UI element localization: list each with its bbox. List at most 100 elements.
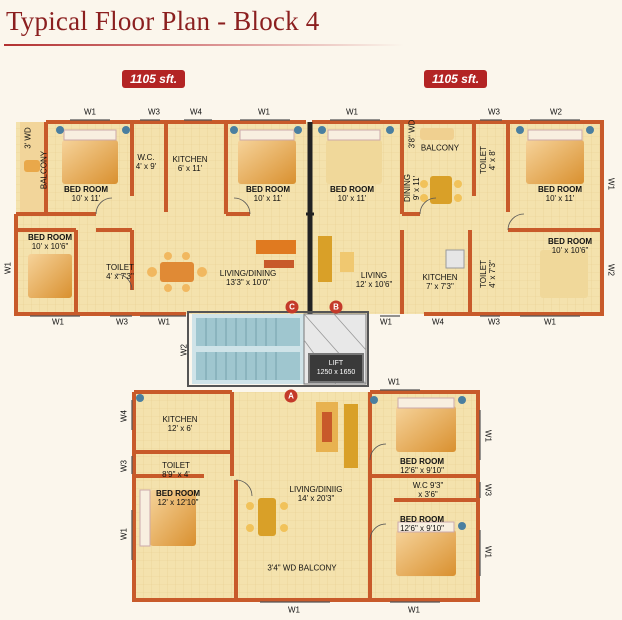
room-name: LIVING/DINING [219,269,277,278]
bed-furniture-top [28,126,594,298]
room-size: 10' x 10'6" [551,246,589,255]
marker-b: B [329,300,343,314]
window-label: W2 [606,264,616,276]
room-size: 7' x 7'3" [426,282,454,291]
unit-a-wc: W.C.4' x 9' [136,153,156,171]
room-size: 14' x 20'3" [297,494,335,503]
window-label: W1 [544,317,556,327]
window-label: W1 [346,107,358,117]
room-name: LIVING/DINIIG [289,485,343,494]
room-size: 4' x 7'3" [488,260,497,288]
window-label: W1 [119,528,129,540]
room-size: 12' x 6' [167,424,193,433]
area-badge-left: 1105 sft. [122,70,186,88]
unit-a-balcony: BALCONY [39,150,49,190]
room-size: 4' x 8' [488,149,497,171]
room-size: 10' x 11' [337,194,367,203]
room-name: BED ROOM [64,185,108,194]
room-name: W.C 9'3" [412,481,444,490]
room-name: DINING [403,174,412,202]
unit-b-balcony: BALCONY [420,143,460,153]
room-size: 12' x 12'10" [157,498,199,507]
room-size: 6' x 11' [177,164,203,173]
room-name: TOILET [106,263,134,272]
door-swings [95,197,525,541]
room-name: BED ROOM [28,233,72,242]
room-name: BED ROOM [330,185,374,194]
room-name: TOILET [162,461,190,470]
unit-b-balcony-wd: 3'8" WD [407,119,417,149]
page-title: Typical Floor Plan - Block 4 [6,6,320,36]
marker-a: A [284,389,298,403]
window-label: W1 [84,107,96,117]
title-underline [4,44,404,46]
window-label: W1 [288,605,300,615]
room-size: 10' x 11' [71,194,101,203]
window-marks-top [30,119,580,317]
room-size: 12' x 10'6" [355,280,393,289]
lift-size: 1250 x 1650 [316,369,356,376]
window-label: W3 [483,484,493,496]
walls-unit-c [132,390,480,602]
room-size: 10' x 11' [253,194,283,203]
room-size: 10' x 11' [545,194,575,203]
window-label: W4 [190,107,202,117]
window-label: W2 [550,107,562,117]
room-name: BED ROOM [400,457,444,466]
room-size: 4' x 7'3" [106,272,134,281]
room-name: LIVING [360,271,388,280]
unit-a-balcony-wd: 3' WD [23,127,33,149]
area-badge-right: 1105 sft. [424,70,488,88]
window-label: W3 [148,107,160,117]
window-label: W1 [3,262,13,274]
dining-furniture-top [24,128,465,292]
room-name: KITCHEN [172,155,208,164]
room-size: 8'9" x 4' [162,470,190,479]
room-size: 12'6" x 9'10" [400,524,444,533]
window-label: W4 [432,317,444,327]
window-label: W1 [408,605,420,615]
room-size: 9' x 11' [412,175,421,201]
window-label: W1 [483,430,493,442]
marker-c: C [285,300,299,314]
room-name: W.C. [137,153,155,162]
window-label: W1 [258,107,270,117]
walls-unit-b [312,120,604,316]
window-label: W1 [606,178,616,190]
window-label: W2 [179,344,189,356]
room-name: BED ROOM [156,489,200,498]
window-label: W3 [488,317,500,327]
room-name: KITCHEN [422,273,458,282]
unit-c-wc: W.C 9'3"x 3'6" [413,481,444,499]
room-name: BED ROOM [538,185,582,194]
window-label: W4 [119,410,129,422]
room-name: KITCHEN [162,415,198,424]
room-size: 4' x 9' [135,162,157,171]
window-label: W1 [380,317,392,327]
room-size: x 3'6" [418,490,438,499]
window-label: W3 [116,317,128,327]
window-label: W1 [483,546,493,558]
unit-c-balcony: 3'4" WD BALCONY [267,563,337,573]
room-name: TOILET [479,260,488,288]
room-name: BED ROOM [246,185,290,194]
